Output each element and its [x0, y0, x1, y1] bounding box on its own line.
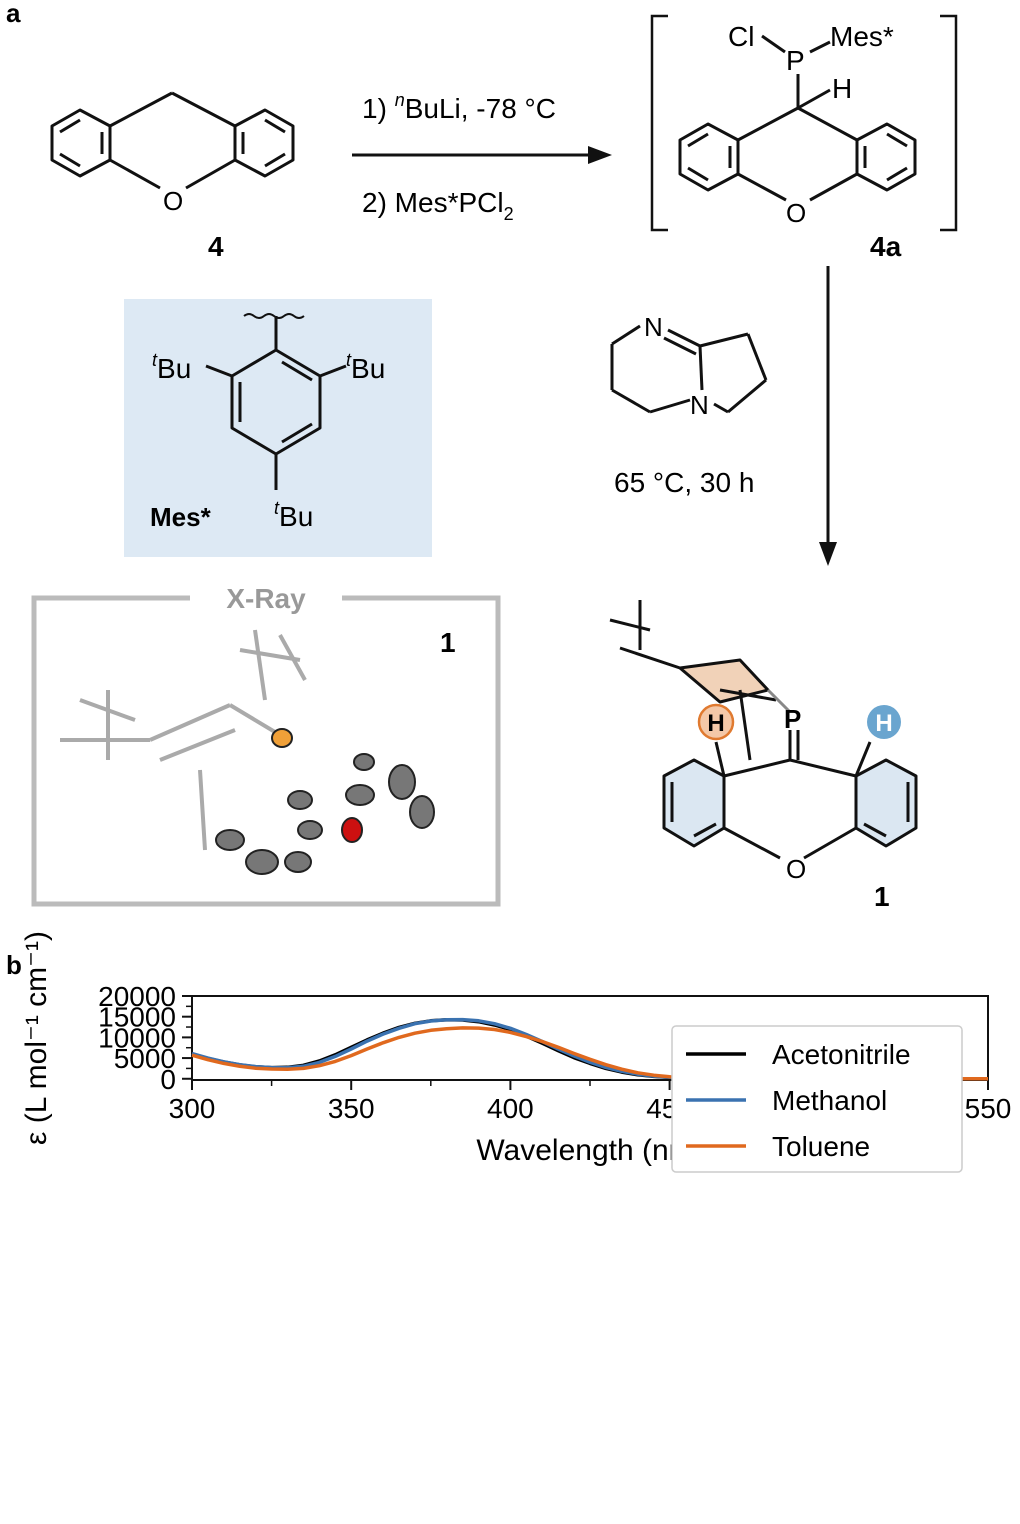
- product-h-right: H: [875, 710, 892, 737]
- mes-tbu-bottom: tBu: [274, 498, 313, 532]
- y-tick-label: 0: [160, 1064, 176, 1095]
- bracket-left: [650, 14, 668, 232]
- x-tick-label: 350: [328, 1093, 375, 1124]
- product-p: P: [784, 704, 801, 734]
- xanthene-oxygen: O: [163, 186, 183, 216]
- dbn-n-bottom: N: [690, 390, 709, 420]
- legend-entry: Methanol: [772, 1085, 887, 1116]
- h-right-highlight: [867, 705, 901, 739]
- uv-vis-chart: 30035040045050055005000100001500020000Wa…: [20, 931, 1012, 1173]
- intermediate-oxygen: O: [786, 198, 806, 228]
- arrow-head-1: [588, 146, 612, 164]
- product-oxygen: O: [786, 854, 806, 884]
- xray-box: [31, 595, 501, 907]
- intermediate-cl: Cl: [728, 21, 754, 52]
- legend-entry: Acetonitrile: [772, 1039, 911, 1070]
- y-axis-label: ε (L mol⁻¹ cm⁻¹): [20, 931, 53, 1145]
- legend-entry: Toluene: [772, 1131, 870, 1162]
- dbn-structure: [610, 324, 768, 414]
- y-tick-label: 5000: [114, 1043, 176, 1074]
- legend-box: [671, 1025, 963, 1173]
- h-left-highlight: [697, 703, 735, 741]
- bracket-right: [940, 14, 958, 232]
- y-tick-label: 20000: [98, 981, 176, 1012]
- dbn-n-top: N: [644, 312, 663, 342]
- mes-tbu-right: tBu: [346, 350, 385, 384]
- reagent-step-2: 2) Mes*PCl2: [362, 187, 514, 224]
- xanthene-structure: [50, 91, 295, 190]
- panel-a-label: a: [6, 0, 21, 28]
- reaction-conditions: 65 °C, 30 h: [614, 467, 754, 498]
- mes-structure: [205, 313, 347, 490]
- reagent-step-1: 1) nBuLi, -78 °C: [362, 90, 556, 124]
- xray-structure: [60, 629, 307, 851]
- xray-compound-label: 1: [440, 627, 456, 658]
- product-structure: [609, 600, 918, 860]
- x-tick-label: 400: [487, 1093, 534, 1124]
- mes-name: Mes*: [150, 502, 212, 532]
- xray-ellipsoids: [215, 728, 435, 875]
- x-axis-label: Wavelength (nm): [476, 1134, 703, 1167]
- product-label: 1: [874, 881, 890, 912]
- xray-title: X-Ray: [226, 583, 306, 614]
- y-tick-label: 15000: [98, 1002, 176, 1033]
- y-tick-label: 10000: [98, 1022, 176, 1053]
- compound-4-label: 4: [208, 231, 224, 262]
- intermediate-structure: [678, 34, 917, 202]
- compound-4a-label: 4a: [870, 231, 902, 262]
- panel-b-label: b: [6, 950, 22, 980]
- arrow-head-2: [819, 542, 837, 566]
- x-tick-label: 550: [965, 1093, 1012, 1124]
- mes-box: [124, 299, 432, 557]
- mes-tbu-left: tBu: [152, 350, 191, 384]
- intermediate-h: H: [832, 73, 852, 104]
- x-tick-label: 300: [169, 1093, 216, 1124]
- product-h-left: H: [707, 710, 724, 737]
- intermediate-p: P: [786, 45, 805, 76]
- intermediate-mes: Mes*: [830, 21, 894, 52]
